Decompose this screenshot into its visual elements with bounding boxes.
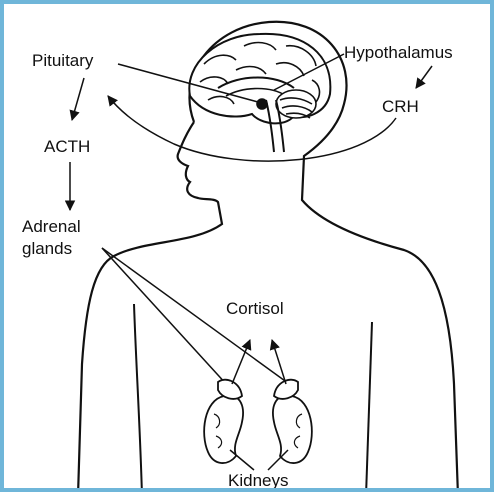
label-kidneys: Kidneys — [228, 472, 288, 491]
kidneys-left-pointer — [230, 450, 254, 470]
left-adrenal-to-cortisol-arrow — [232, 340, 250, 384]
label-adrenal-line2: glands — [22, 240, 72, 259]
hpa-axis-illustration — [4, 4, 494, 492]
label-acth: ACTH — [44, 138, 90, 157]
left-kidney-icon — [204, 380, 243, 463]
label-crh: CRH — [382, 98, 419, 117]
right-arm-inner — [366, 322, 372, 492]
label-pituitary: Pituitary — [32, 52, 93, 71]
pituitary-to-acth-arrow — [72, 78, 84, 120]
brain-icon — [189, 34, 330, 152]
label-cortisol: Cortisol — [226, 300, 284, 319]
hypothalamus-to-crh-arrow — [416, 66, 432, 88]
left-arm-inner — [134, 304, 142, 492]
right-kidney-icon — [273, 380, 312, 463]
adrenal-left-pointer — [102, 248, 228, 386]
face-outline — [78, 122, 222, 492]
label-hypothalamus: Hypothalamus — [344, 44, 453, 63]
label-adrenal-line1: Adrenal — [22, 218, 81, 237]
